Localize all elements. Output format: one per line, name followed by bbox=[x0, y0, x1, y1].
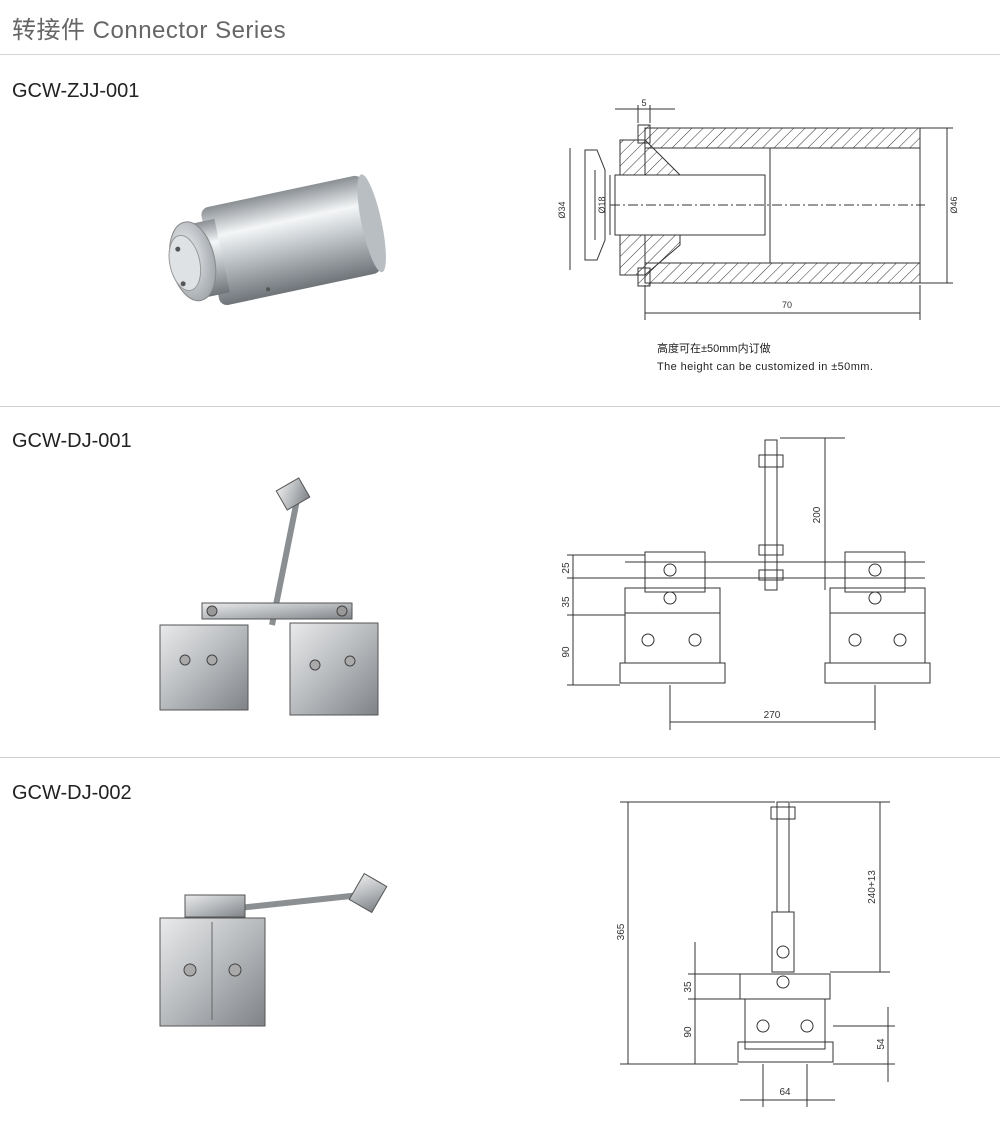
customization-note-cn: 高度可在±50mm内订做 bbox=[657, 343, 771, 355]
dim-label: Ø34 bbox=[557, 201, 567, 218]
dim-label: 240+13 bbox=[867, 870, 878, 904]
product-photo-dj-001 bbox=[159, 477, 379, 716]
product-model-title: GCW-DJ-001 bbox=[12, 430, 132, 452]
page-title: 转接件 Connector Series bbox=[12, 17, 287, 44]
customization-note-en: The height can be customized in ±50mm. bbox=[657, 361, 874, 373]
dim-label: Ø18 bbox=[597, 196, 607, 213]
product-photo-zjj-001 bbox=[168, 174, 386, 306]
technical-drawing-dj-002: 365 240+13 35 90 54 64 bbox=[616, 801, 895, 1107]
product-model-title: GCW-ZJJ-001 bbox=[12, 80, 140, 102]
technical-drawing-zjj-001: 5 Ø34 Ø18 Ø46 70 bbox=[557, 98, 959, 320]
product-photo-dj-002 bbox=[159, 872, 388, 1027]
page-header: 转接件 Connector Series bbox=[0, 0, 1000, 55]
dim-label: Ø46 bbox=[949, 196, 959, 213]
dim-label: 90 bbox=[683, 1026, 694, 1038]
dim-label: 35 bbox=[561, 596, 572, 608]
dim-label: 35 bbox=[683, 981, 694, 993]
dim-label: 365 bbox=[616, 923, 627, 940]
dim-label: 5 bbox=[641, 98, 646, 108]
section-divider bbox=[0, 406, 1000, 407]
dim-label: 200 bbox=[812, 506, 823, 523]
technical-drawing-dj-001: 200 25 35 90 270 bbox=[561, 437, 931, 730]
section-divider bbox=[0, 757, 1000, 758]
dim-label: 270 bbox=[764, 710, 781, 721]
dim-label: 70 bbox=[782, 300, 792, 310]
product-model-title: GCW-DJ-002 bbox=[12, 782, 132, 804]
dim-label: 25 bbox=[561, 562, 572, 574]
dim-label: 90 bbox=[561, 646, 572, 658]
dim-label: 64 bbox=[779, 1087, 791, 1098]
dim-label: 54 bbox=[876, 1038, 887, 1050]
